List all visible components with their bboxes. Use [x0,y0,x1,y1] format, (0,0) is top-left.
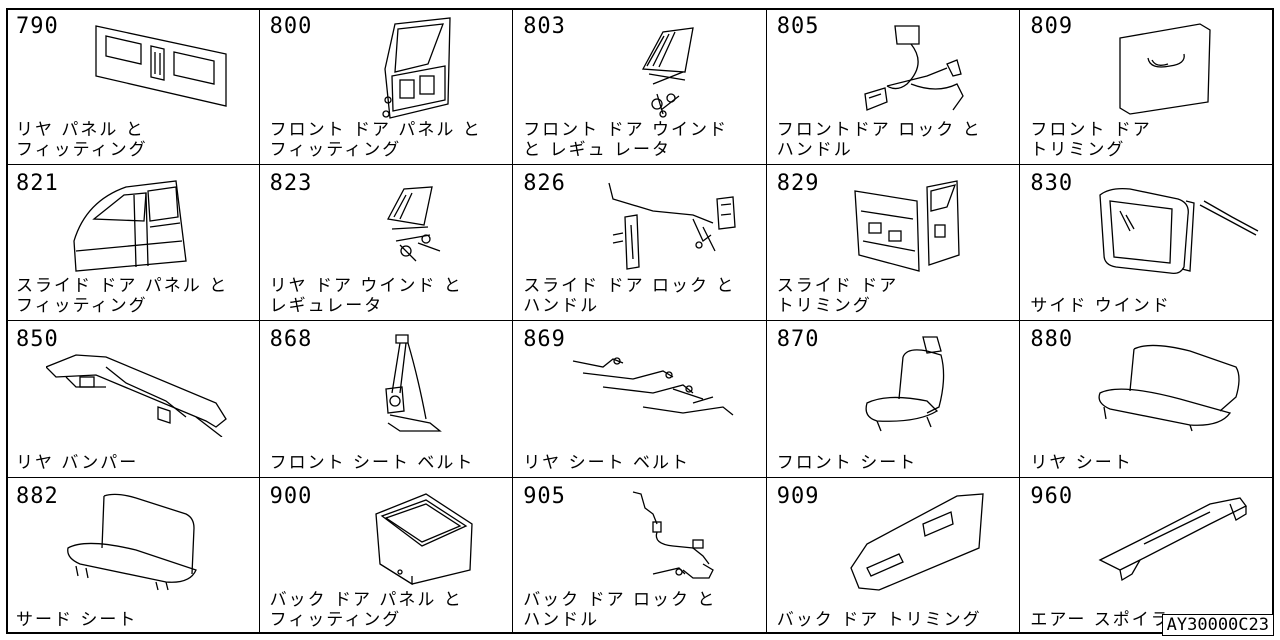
part-cell-823[interactable]: 823 リヤ ドア ウインド とレギュレータ [259,164,514,321]
side-window-icon [1099,187,1259,274]
part-label: リヤ ドア ウインド とレギュレータ [269,276,463,316]
part-label: リヤ シート ベルト [523,452,690,473]
air-spoiler-icon [1098,496,1248,581]
part-label: バック ドア ロック とハンドル [523,590,717,630]
part-number: 826 [523,170,566,196]
part-label: リヤ バンパー [16,452,139,473]
rear-seat-belt-icon [573,357,734,416]
part-cell-800[interactable]: 800 フロント ドア パネル とフィッティング [259,8,514,165]
part-cell-905[interactable]: 905 バック ドア ロック とハンドル [513,477,767,634]
part-label: フロント シート ベルト [269,452,475,473]
part-cell-882[interactable]: 882 サード シート [6,477,260,634]
part-label: エアー スポイラー [1030,610,1189,630]
part-cell-960[interactable]: 960 エアー スポイラー [1020,478,1274,635]
door-lock-icon [864,25,964,111]
part-label: バック ドア トリミング [776,610,982,630]
front-door-panel-icon [381,17,451,119]
part-label: スライド ドアトリミング [776,276,899,316]
slide-door-trim-icon [854,179,960,272]
rear-panel-icon [95,25,227,107]
rear-seat-icon [1098,344,1241,432]
part-number: 823 [269,170,313,196]
part-number: 805 [776,14,820,39]
front-seat-icon [865,336,944,432]
part-cell-803[interactable]: 803 フロント ドア ウインドと レギュ レータ [513,8,767,165]
part-cell-870[interactable]: 870 フロント シート [766,321,1021,478]
part-label: フロントドア ロック とハンドル [776,119,982,160]
catalog-code: AY30000C23 [1161,614,1274,636]
part-number: 850 [16,327,59,352]
outer-frame [6,8,1274,634]
part-number: 960 [1030,483,1074,509]
part-number: 900 [269,483,313,509]
part-label: バック ドア パネル とフィッティング [269,590,463,630]
door-trim-icon [1119,23,1212,115]
part-number: 882 [16,483,59,509]
part-number: 803 [523,14,566,39]
part-number: 868 [269,327,313,352]
parts-index-grid: 790 リヤ パネル とフィッティング 800 フロント ドア パネル とフィッ… [6,8,1274,634]
back-door-trim-icon [850,492,984,591]
part-label: サード シート [16,610,138,630]
part-number: 830 [1030,170,1074,196]
back-door-lock-icon [633,490,715,579]
back-door-panel-icon [374,492,473,585]
part-number: 869 [523,327,566,352]
part-label: フロント ドア パネル とフィッティング [269,119,482,160]
part-cell-900[interactable]: 900 バック ドア パネル とフィッティング [260,477,514,634]
part-number: 821 [16,170,59,196]
part-cell-880[interactable]: 880 リヤ シート [1020,321,1274,478]
slide-door-panel-icon [73,179,187,272]
part-label: リヤ パネル とフィッティング [16,119,148,160]
part-number: 829 [776,170,820,196]
part-number: 800 [269,14,313,39]
rear-window-regulator-icon [386,185,440,261]
part-label: フロント シート [776,452,918,473]
window-regulator-icon [642,27,694,118]
third-seat-icon [67,493,197,590]
part-number: 809 [1030,14,1074,39]
part-cell-868[interactable]: 868 フロント シート ベルト [259,321,514,478]
part-cell-790[interactable]: 790 リヤ パネル とフィッティング [6,8,260,165]
front-seat-belt-icon [384,334,442,432]
part-label: スライド ドア パネル とフィッティング [16,276,229,316]
part-cell-909[interactable]: 909 バック ドア トリミング [767,477,1021,634]
part-number: 909 [776,483,820,509]
rear-bumper-icon [46,354,227,437]
part-cell-829[interactable]: 829 スライド ドアトリミング [766,164,1021,321]
slide-door-lock-icon [608,182,736,270]
part-label: スライド ドア ロック とハンドル [523,276,736,316]
part-label: フロント ドアトリミング [1030,119,1152,160]
part-cell-809[interactable]: 809 フロント ドアトリミング [1020,8,1274,165]
part-cell-821[interactable]: 821 スライド ドア パネル とフィッティング [6,164,260,321]
part-cell-826[interactable]: 826 スライド ドア ロック とハンドル [513,164,767,321]
part-cell-850[interactable]: 850 リヤ バンパー [6,321,260,478]
part-label: リヤ シート [1030,452,1133,473]
part-number: 790 [16,14,59,39]
part-cell-830[interactable]: 830 サイド ウインド [1020,165,1274,321]
part-number: 880 [1030,327,1074,352]
part-label: フロント ドア ウインドと レギュ レータ [523,119,728,160]
part-cell-805[interactable]: 805 フロントドア ロック とハンドル [766,8,1021,165]
part-number: 905 [523,483,566,509]
part-cell-869[interactable]: 869 リヤ シート ベルト [513,321,767,478]
part-number: 870 [776,327,820,352]
part-label: サイド ウインド [1030,296,1171,316]
